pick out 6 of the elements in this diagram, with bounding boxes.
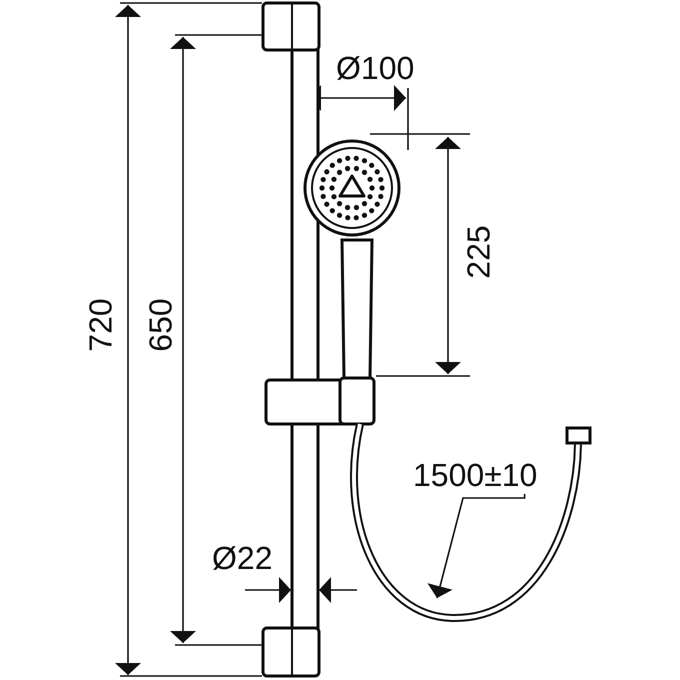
dimension-value: Ø100 [336,51,414,85]
dimension-value: 650 [143,298,178,352]
dimension-value: Ø22 [212,541,272,575]
dimension-value: 225 [461,225,496,279]
dimension-value: 720 [83,298,118,352]
dimension-value: 1500±10 [413,458,538,492]
